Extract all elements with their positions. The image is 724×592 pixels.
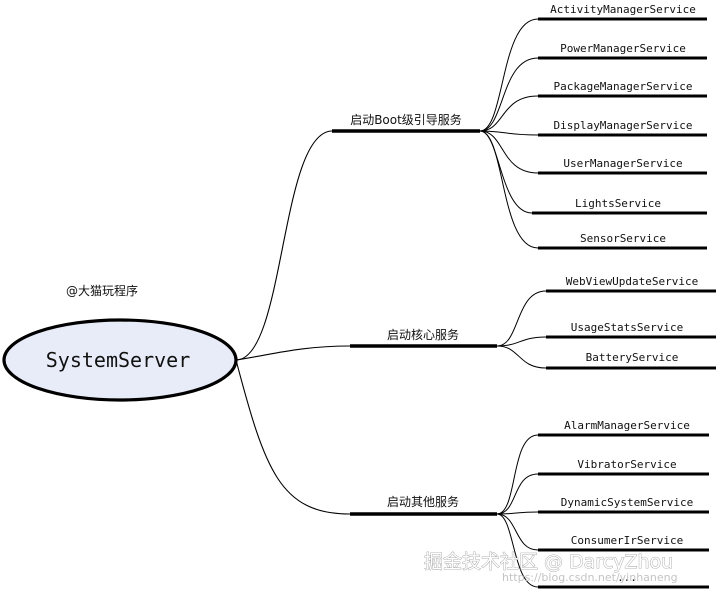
leaf-webview-update-service: WebViewUpdateService (566, 275, 698, 288)
leaf-connector (496, 513, 539, 551)
leaf-connector (479, 95, 539, 132)
leaf-user-manager-service: UserManagerService (563, 157, 682, 170)
author-credit: @大猫玩程序 (66, 283, 138, 298)
branch-other-services: 启动其他服务 AlarmManagerService VibratorServi… (350, 419, 709, 589)
leaf-activity-manager-service: ActivityManagerService (550, 3, 696, 16)
watermark-text: 掘金技术社区 @ DarcyZhou (424, 551, 673, 573)
leaf-connector (496, 511, 539, 515)
branch-label: 启动其他服务 (387, 494, 459, 509)
leaf-connector (479, 18, 539, 132)
leaf-dynamic-system-service: DynamicSystemService (561, 496, 693, 509)
leaf-lights-service: LightsService (575, 197, 661, 210)
leaf-battery-service: BatteryService (586, 351, 679, 364)
leaf-alarm-manager-service: AlarmManagerService (564, 419, 690, 432)
leaf-connector (496, 513, 539, 588)
leaf-connector (479, 130, 539, 136)
leaf-connector (479, 130, 539, 249)
leaf-usage-stats-service: UsageStatsService (571, 321, 684, 334)
leaf-more-services: ... (617, 571, 637, 584)
leaf-connector (496, 345, 547, 369)
branch-label: 启动Boot级引导服务 (350, 112, 462, 127)
watermark-url: https://blog.csdn.net/yinhaneng (502, 571, 678, 584)
leaf-connector (479, 130, 533, 214)
leaf-connector (496, 290, 547, 347)
trunk-connector-core (235, 345, 351, 361)
root-node-label: SystemServer (46, 348, 191, 372)
leaf-connector (479, 57, 539, 132)
leaf-connector (479, 130, 539, 174)
leaf-power-manager-service: PowerManagerService (560, 42, 686, 55)
leaf-display-manager-service: DisplayManagerService (553, 119, 692, 132)
branch-boot-services: 启动Boot级引导服务 ActivityManagerService Power… (332, 3, 707, 250)
leaf-connector (496, 336, 547, 347)
leaf-connector (496, 434, 539, 515)
trunk-connector-boot (235, 130, 333, 361)
leaf-package-manager-service: PackageManagerService (553, 80, 692, 93)
leaf-sensor-service: SensorService (580, 232, 666, 245)
trunk-connector-other (235, 359, 351, 515)
leaf-vibrator-service: VibratorService (577, 458, 676, 471)
leaf-connector (496, 473, 539, 515)
leaf-consumer-ir-service: ConsumerIrService (571, 534, 684, 547)
branch-label: 启动核心服务 (387, 327, 459, 342)
branch-core-services: 启动核心服务 WebViewUpdateService UsageStatsSe… (350, 275, 716, 370)
